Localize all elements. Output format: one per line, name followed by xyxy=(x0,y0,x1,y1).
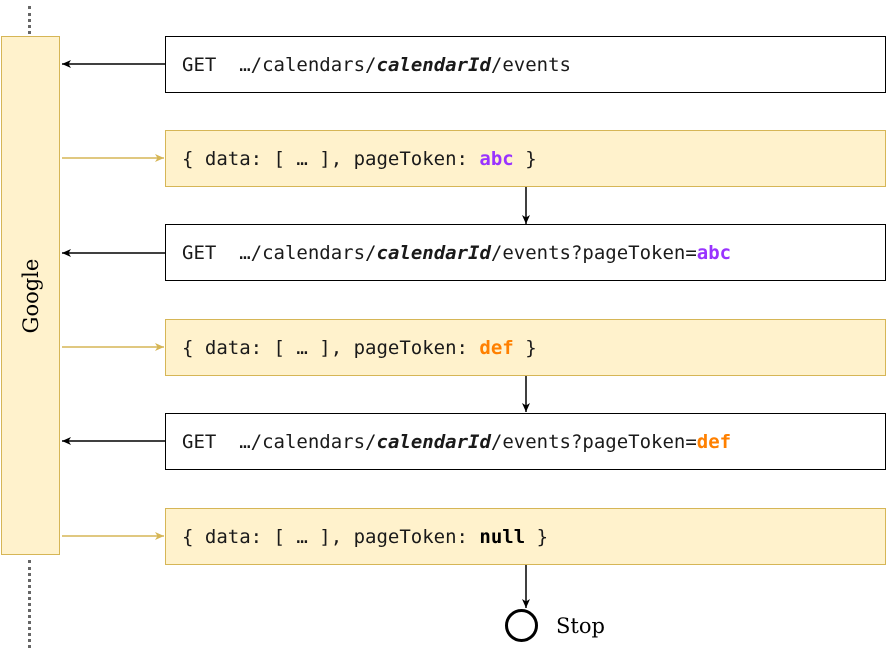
request-path-prefix: …/calendars/ xyxy=(239,241,377,264)
response-suffix: } xyxy=(513,336,537,359)
response-suffix: } xyxy=(513,147,537,170)
response-box-2: { data: [ … ], pageToken: def } xyxy=(165,319,886,376)
response-box-3: { data: [ … ], pageToken: null } xyxy=(165,508,886,565)
request-box-2: GET …/calendars/calendarId/events?pageTo… xyxy=(165,224,886,281)
request-method: GET xyxy=(182,241,217,264)
stop-label: Stop xyxy=(556,614,605,638)
stop-circle xyxy=(505,609,538,642)
request-path-param: calendarId xyxy=(376,430,491,453)
request-path-param: calendarId xyxy=(376,53,491,76)
page-token: def xyxy=(696,430,732,453)
request-method: GET xyxy=(182,53,217,76)
request-box-1: GET …/calendars/calendarId/events xyxy=(165,36,886,93)
request-path-prefix: …/calendars/ xyxy=(239,430,377,453)
lifeline-bottom xyxy=(28,560,31,648)
lifeline-top xyxy=(28,6,31,34)
response-box-1: { data: [ … ], pageToken: abc } xyxy=(165,130,886,187)
page-token: def xyxy=(479,336,514,359)
request-path-suffix: /events?pageToken= xyxy=(490,430,697,453)
request-path-prefix: …/calendars/ xyxy=(239,53,377,76)
response-prefix: { data: [ … ], pageToken: xyxy=(182,525,480,548)
request-path-suffix: /events?pageToken= xyxy=(490,241,697,264)
page-token: abc xyxy=(479,147,514,170)
request-box-3: GET …/calendars/calendarId/events?pageTo… xyxy=(165,413,886,470)
page-token: abc xyxy=(696,241,732,264)
request-path-suffix: /events xyxy=(490,53,571,76)
request-method: GET xyxy=(182,430,217,453)
google-participant: Google xyxy=(1,36,60,555)
page-token: null xyxy=(479,525,526,548)
request-path-param: calendarId xyxy=(376,241,491,264)
response-prefix: { data: [ … ], pageToken: xyxy=(182,147,480,170)
response-suffix: } xyxy=(525,525,549,548)
response-prefix: { data: [ … ], pageToken: xyxy=(182,336,480,359)
